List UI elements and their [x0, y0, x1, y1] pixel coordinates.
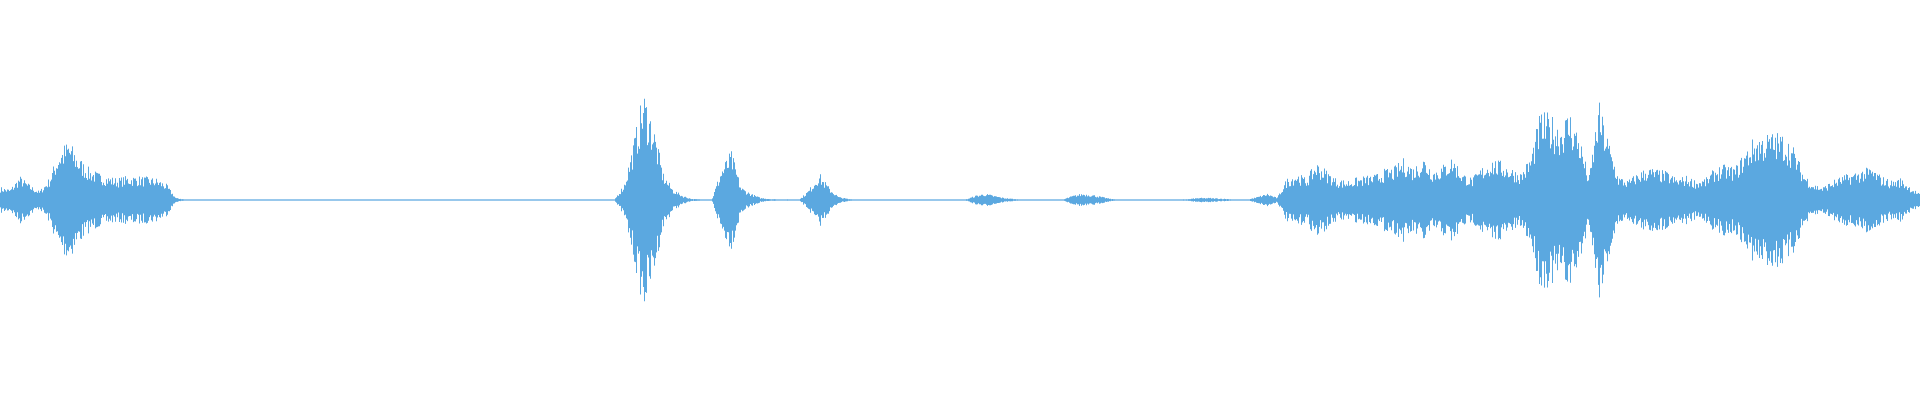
- waveform-bars: [0, 98, 1920, 302]
